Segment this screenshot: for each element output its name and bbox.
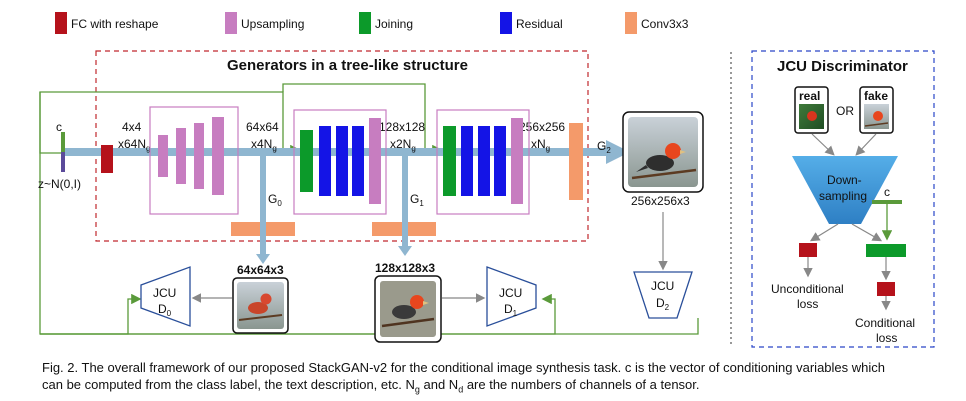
svg-text:D0: D0 (158, 302, 172, 318)
input-c-label: c (56, 120, 62, 134)
jcu-down-label-2: sampling (819, 189, 867, 203)
generator-title: Generators in a tree-like structure (227, 57, 468, 74)
legend-label-joining: Joining (375, 17, 413, 31)
down-to-uncond (809, 223, 839, 242)
dim1-a: 4x4 (122, 120, 142, 134)
legend-label-residual: Residual (516, 17, 563, 31)
input-z-label: z~N(0,I) (38, 177, 81, 191)
legend: FC with reshape Upsampling Joining Resid… (55, 12, 689, 34)
g1-label: G1 (410, 192, 424, 208)
jcu-or-label: OR (836, 104, 854, 118)
legend-label-fc: FC with reshape (71, 17, 159, 31)
generator-box (95, 50, 589, 242)
uncond-label-2: loss (797, 297, 818, 311)
svg-text:D1: D1 (504, 302, 518, 318)
dim4-a: 256x256 (519, 120, 565, 134)
fake-to-down (855, 133, 877, 156)
g1-arrowhead (398, 246, 412, 256)
jcu-fake-image: fake (859, 86, 894, 134)
image-128-label: 128x128x3 (375, 261, 435, 275)
legend-swatch-conv (625, 12, 637, 34)
down-to-cond (851, 223, 883, 242)
jcu-down-label-1: Down- (827, 173, 862, 187)
cond-label-1: Conditional (855, 316, 915, 330)
svg-text:JCU: JCU (153, 286, 176, 300)
caption-line-1: Fig. 2. The overall framework of our pro… (42, 360, 885, 375)
fc-block (101, 145, 113, 173)
g2-label: G2 (597, 139, 611, 155)
jcu-real-image: real (794, 86, 829, 134)
svg-text:JCU: JCU (651, 279, 674, 293)
legend-label-conv: Conv3x3 (641, 17, 689, 31)
dim2-a: 64x64 (246, 120, 279, 134)
caption-line-2: can be computed from the class label, th… (42, 377, 700, 395)
image-128 (374, 275, 442, 343)
jcu-downsampling-block (792, 156, 898, 224)
uncond-label-1: Unconditional (771, 282, 844, 296)
generator-stage-2 (293, 109, 387, 215)
image-256 (622, 111, 704, 193)
svg-text:JCU: JCU (499, 286, 522, 300)
image-64 (232, 277, 289, 334)
legend-label-upsampling: Upsampling (241, 17, 304, 31)
legend-swatch-residual (500, 12, 512, 34)
figure-caption: Fig. 2. The overall framework of our pro… (42, 359, 957, 399)
svg-text:real: real (799, 89, 820, 103)
legend-swatch-upsampling (225, 12, 237, 34)
dim2-b: x4Ng (251, 137, 277, 153)
svg-text:D2: D2 (656, 296, 670, 312)
legend-swatch-fc (55, 12, 67, 34)
g0-arrowhead (256, 254, 270, 264)
uncond-fc-block (799, 243, 817, 257)
image-256-label: 256x256x3 (631, 194, 690, 208)
cond-joining-block (866, 244, 906, 257)
real-to-down (811, 133, 835, 156)
image-64-label: 64x64x3 (237, 263, 284, 277)
generator-stage-3 (436, 109, 530, 215)
svg-text:fake: fake (864, 89, 888, 103)
dim4-b: xNg (531, 137, 550, 153)
discriminator-d2: JCU D2 (633, 271, 693, 319)
conv-block-2 (569, 123, 583, 200)
dim3-b: x2Ng (390, 137, 416, 153)
jcu-c-vector (872, 200, 902, 204)
cond-fc-block (877, 282, 895, 296)
jcu-box (751, 50, 935, 348)
z-vector (61, 152, 65, 172)
jcu-title: JCU Discriminator (777, 58, 908, 75)
c-vector (61, 132, 65, 152)
discriminator-d1: JCU D1 (486, 266, 537, 327)
dim3-a: 128x128 (379, 120, 425, 134)
legend-swatch-joining (359, 12, 371, 34)
cond-label-2: loss (876, 331, 897, 345)
dim1-b: x64Ng (118, 137, 150, 153)
g0-label: G0 (268, 192, 282, 208)
upsampling-stage-1 (149, 106, 239, 215)
jcu-c-label: c (884, 185, 890, 199)
discriminator-d0: JCU D0 (140, 266, 191, 327)
